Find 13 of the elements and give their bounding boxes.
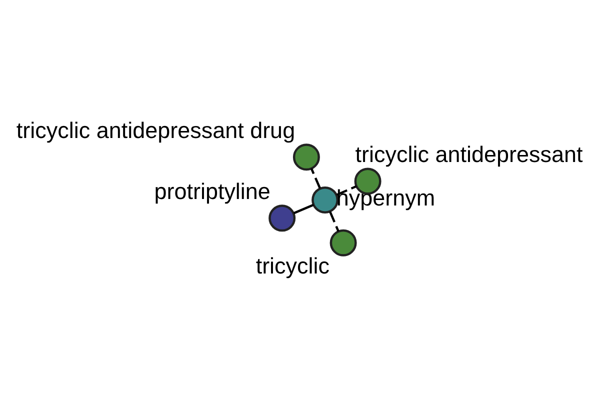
node-circle	[330, 229, 357, 256]
node-label: tricyclic antidepressant drug	[16, 118, 296, 143]
connector	[336, 185, 357, 196]
node-circle	[312, 186, 339, 214]
node-label: hypernym	[336, 186, 436, 211]
connector	[329, 211, 340, 232]
node-circle	[268, 204, 296, 232]
node-label: tricyclic antidepressant	[355, 142, 583, 168]
connector	[310, 168, 321, 189]
connector	[293, 204, 314, 214]
node-circle	[292, 144, 320, 171]
node-label: protriptyline	[154, 179, 270, 204]
node-label: tricyclic	[256, 253, 330, 278]
